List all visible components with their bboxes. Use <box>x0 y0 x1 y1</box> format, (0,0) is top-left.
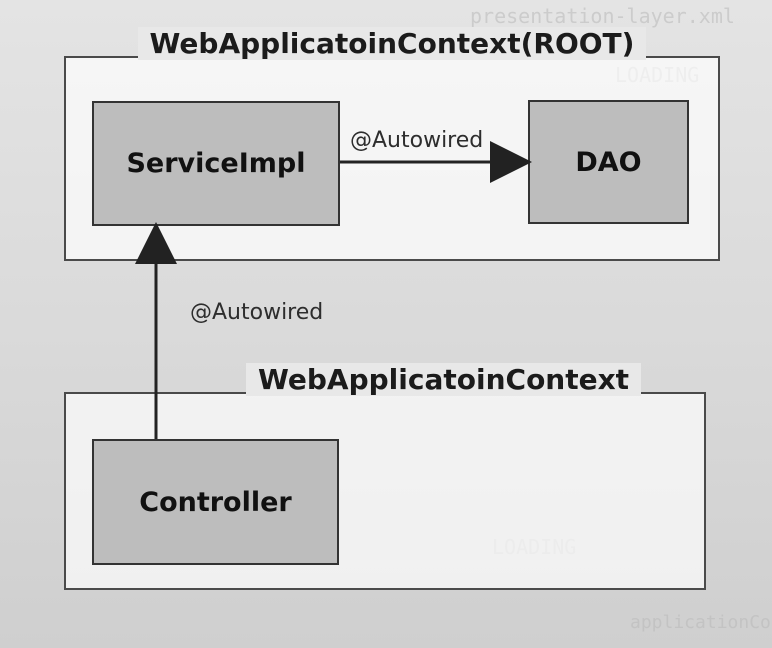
service-impl-label: ServiceImpl <box>126 148 306 179</box>
controller-label: Controller <box>139 486 292 518</box>
dao-label: DAO <box>575 146 642 178</box>
service-impl-box: ServiceImpl <box>92 101 340 226</box>
controller-box: Controller <box>92 439 339 565</box>
controller-to-service-label: @Autowired <box>190 300 324 325</box>
child-context-title: WebApplicatoinContext <box>246 363 642 396</box>
dao-box: DAO <box>528 100 689 224</box>
service-to-dao-label: @Autowired <box>350 128 484 153</box>
root-context-title: WebApplicatoinContext(ROOT) <box>66 27 718 60</box>
